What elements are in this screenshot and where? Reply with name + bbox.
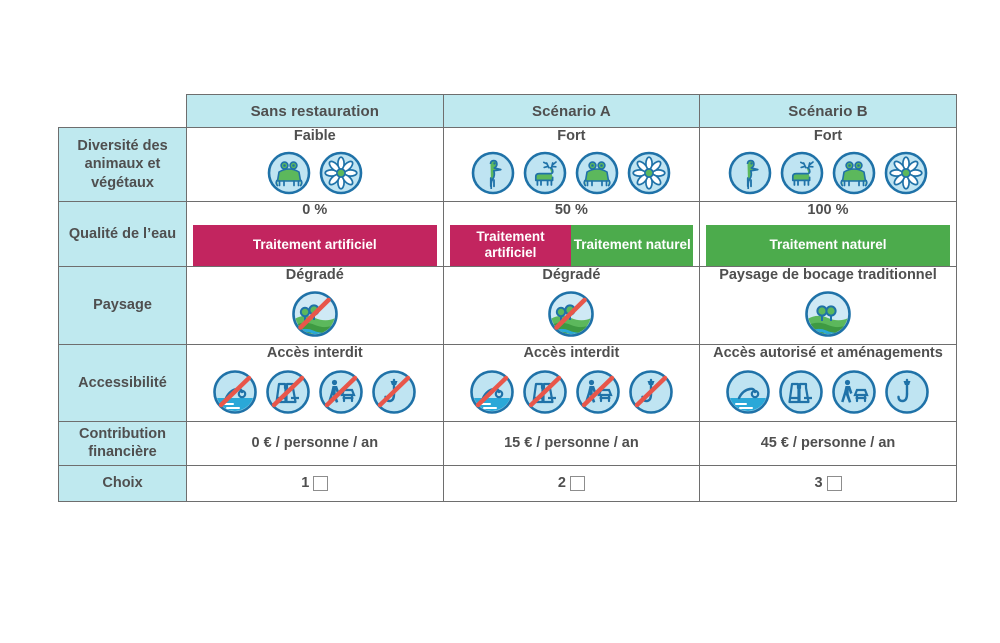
icon-group-biodiversite <box>700 150 956 201</box>
bar-segment-natural: Traitement naturel <box>571 224 694 266</box>
binoculars-forbidden-icon <box>521 368 569 421</box>
cell-choix-scenario-a[interactable]: 2 <box>442 464 701 502</box>
cell-accessibilite-scenario-b: Accès autorisé et aménagements <box>699 344 957 422</box>
landscape-bocage-icon <box>803 289 853 344</box>
icon-group-accessibilite <box>444 368 700 421</box>
cell-title: Dégradé <box>285 266 344 283</box>
swimming-icon <box>724 368 772 421</box>
column-header-sans-restauration: Sans restauration <box>186 94 444 128</box>
row-label-contribution: Contribution financière <box>58 420 187 466</box>
swimming-forbidden-icon <box>211 368 259 421</box>
choix-option-3[interactable]: 3 <box>700 468 956 498</box>
frog-icon <box>831 150 877 201</box>
bar-segment-natural: Traitement naturel <box>706 224 950 266</box>
hiking-picnic-forbidden-icon <box>574 368 622 421</box>
cell-choix-scenario-b[interactable]: 3 <box>699 464 957 502</box>
row-label-accessibilite: Accessibilité <box>58 344 187 422</box>
cell-qualite-scenario-b: 100 % Traitement naturel <box>699 201 957 267</box>
row-label-qualite-eau: Qualité de l’eau <box>58 201 187 267</box>
cell-accessibilite-scenario-a: Accès interdit <box>442 344 701 422</box>
landscape-degraded-icon <box>290 289 340 344</box>
icon-group-accessibilite <box>187 368 443 421</box>
deer-icon <box>779 150 825 201</box>
choix-checkbox-2[interactable] <box>569 475 585 491</box>
icon-group-accessibilite <box>700 368 956 421</box>
table-row-qualite-eau: Qualité de l’eau 0 % Traitement artifici… <box>58 201 957 267</box>
fishing-forbidden-icon <box>627 368 675 421</box>
cell-title: Fort <box>813 128 843 144</box>
treatment-bar: Traitement artificiel <box>193 224 437 266</box>
row-label-biodiversite: Diversité des animaux et végétaux <box>58 126 187 203</box>
cell-biodiversite-scenario-b: Fort <box>699 126 957 203</box>
cell-title-percentage: 100 % <box>807 202 849 219</box>
heron-icon <box>470 150 516 201</box>
cell-choix-sans-restauration[interactable]: 1 <box>186 464 444 502</box>
table-row-choix: Choix 1 2 3 <box>58 464 957 502</box>
cell-contribution-sans-restauration: 0 € / personne / an <box>186 420 444 466</box>
cell-title: Faible <box>293 128 336 144</box>
choix-checkbox-3[interactable] <box>826 475 842 491</box>
treatment-bar: Traitement artificiel Traitement naturel <box>449 224 694 266</box>
cell-contribution-scenario-a: 15 € / personne / an <box>442 420 701 466</box>
cell-paysage-sans-restauration: Dégradé <box>186 265 444 346</box>
swimming-forbidden-icon <box>468 368 516 421</box>
hiking-picnic-forbidden-icon <box>317 368 365 421</box>
table-row-paysage: Paysage Dégradé <box>58 265 957 346</box>
choix-number: 3 <box>814 475 823 492</box>
cell-title: Accès interdit <box>523 345 620 362</box>
column-header-scenario-b: Scénario B <box>699 94 957 128</box>
row-label-choix: Choix <box>58 464 187 502</box>
flower-icon <box>626 150 672 201</box>
table-row-contribution: Contribution financière 0 € / personne /… <box>58 420 957 466</box>
cell-accessibilite-sans-restauration: Accès interdit <box>186 344 444 422</box>
bar-segment-artificial: Traitement artificiel <box>193 224 437 266</box>
fishing-forbidden-icon <box>370 368 418 421</box>
column-header-scenario-a: Scénario A <box>442 94 701 128</box>
flower-icon <box>883 150 929 201</box>
cell-title: Accès autorisé et aménagements <box>713 345 943 362</box>
deer-icon <box>522 150 568 201</box>
choix-checkbox-1[interactable] <box>313 475 329 491</box>
treatment-bar: Traitement naturel <box>706 224 950 266</box>
cell-title: Paysage de bocage traditionnel <box>719 266 937 283</box>
heron-icon <box>727 150 773 201</box>
icon-group-paysage <box>187 289 443 344</box>
cell-title: Fort <box>557 128 586 144</box>
cell-contribution-scenario-b: 45 € / personne / an <box>699 420 957 466</box>
cell-title-percentage: 50 % <box>554 202 588 219</box>
icon-group-paysage <box>444 289 700 344</box>
fishing-icon <box>883 368 931 421</box>
choix-option-1[interactable]: 1 <box>187 468 443 498</box>
bar-segment-artificial: Traitement artificiel <box>449 224 572 266</box>
icon-group-biodiversite <box>444 150 700 201</box>
cell-title: Dégradé <box>542 266 601 283</box>
binoculars-icon <box>777 368 825 421</box>
hiking-picnic-icon <box>830 368 878 421</box>
choix-number: 2 <box>557 475 566 492</box>
cell-biodiversite-scenario-a: Fort <box>442 126 701 203</box>
cell-paysage-scenario-b: Paysage de bocage traditionnel <box>699 265 957 346</box>
scenario-comparison-table: Sans restauration Scénario A Scénario B … <box>58 94 957 502</box>
binoculars-forbidden-icon <box>264 368 312 421</box>
header-corner-cell <box>59 95 187 128</box>
row-label-paysage: Paysage <box>58 265 187 346</box>
icon-group-biodiversite <box>187 150 443 201</box>
table-header-row: Sans restauration Scénario A Scénario B <box>59 94 957 128</box>
frog-icon <box>574 150 620 201</box>
flower-icon <box>318 150 364 201</box>
choix-number: 1 <box>301 475 310 492</box>
table-row-biodiversite: Diversité des animaux et végétaux Faible <box>58 126 957 203</box>
icon-group-paysage <box>700 289 956 344</box>
cell-biodiversite-sans-restauration: Faible <box>186 126 444 203</box>
cell-qualite-sans-restauration: 0 % Traitement artificiel <box>186 201 444 267</box>
choix-option-2[interactable]: 2 <box>444 468 700 498</box>
landscape-degraded-icon <box>546 289 596 344</box>
cell-paysage-scenario-a: Dégradé <box>442 265 701 346</box>
frog-icon <box>266 150 312 201</box>
cell-title: Accès interdit <box>266 345 363 362</box>
cell-qualite-scenario-a: 50 % Traitement artificiel Traitement na… <box>442 201 701 267</box>
table-row-accessibilite: Accessibilité Accès interdit <box>58 344 957 422</box>
cell-title-percentage: 0 % <box>302 202 328 219</box>
